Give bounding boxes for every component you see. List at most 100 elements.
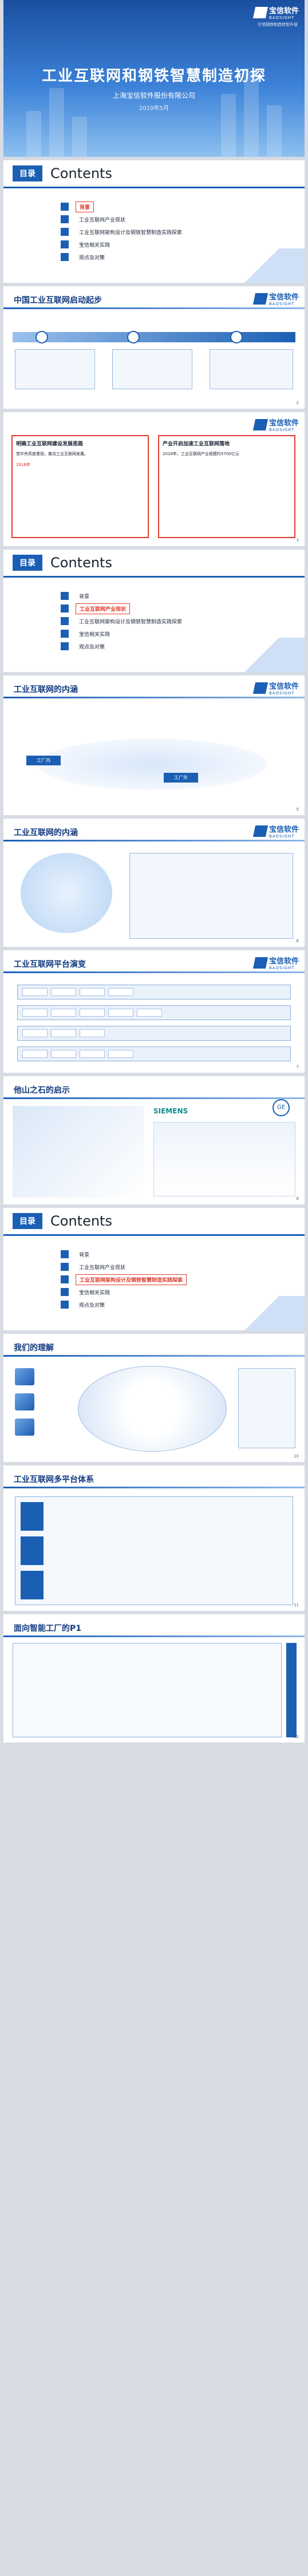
slide-title: 中国工业互联网启动起步 [14, 296, 102, 305]
brand-logo-icon [252, 6, 268, 18]
slide-title: 工业互联网多平台体系 [14, 1475, 94, 1484]
layer-cubes [15, 1368, 34, 1436]
diagram-label: 工厂内 [26, 756, 61, 765]
building-shape [72, 117, 87, 157]
building-shape [221, 94, 236, 157]
bullet-square-icon [61, 203, 69, 211]
factory-diagram [38, 738, 267, 790]
side-bar [286, 1643, 297, 1737]
platform-grid [15, 1496, 293, 1605]
bullet-square-icon [61, 617, 69, 625]
toc-slide-1: 目录 Contents 背景 工业互联网产业现状 工业互联网架构设计及钢铁智慧制… [3, 160, 305, 286]
bullet-square-icon [61, 1275, 69, 1283]
page-number: 3 [296, 538, 299, 543]
brand-logo: 宝信软件 BAOSIGHT [252, 5, 299, 20]
toc-item[interactable]: 工业互联网架构设计及钢铁智慧制造实践探索 [61, 615, 185, 627]
bullet-square-icon [61, 1263, 69, 1271]
diagram-label: 工厂外 [164, 773, 198, 783]
brand-tagline: 引领钢铁制造转型升级 [258, 22, 298, 27]
timeline-dot [230, 331, 243, 343]
toc-item[interactable]: 观点及对策 [61, 251, 185, 263]
toc-item[interactable]: 工业互联网架构设计及钢铁智慧制造实践探索 [61, 226, 185, 238]
bullet-square-icon [61, 228, 69, 236]
brand-logo-icon [252, 293, 268, 305]
cover-date: 2019年5月 [139, 105, 169, 112]
toc-list: 背景 工业互联网产业现状 工业互联网架构设计及钢铁智慧制造实践探索 宝信相关实践… [61, 1248, 187, 1311]
page-number: 6 [296, 939, 299, 943]
toc-divider [3, 187, 305, 188]
toc-item[interactable]: 工业互联网产业现状 [61, 602, 185, 615]
info-box [210, 349, 293, 389]
toc-item[interactable]: 观点及对策 [61, 640, 185, 653]
panel-year: 2018年 [16, 463, 30, 468]
p1-architecture [13, 1643, 282, 1737]
layered-cylinder-diagram [21, 853, 112, 933]
bullet-square-icon [61, 215, 69, 223]
toc-list: 背景 工业互联网产业现状 工业互联网架构设计及钢铁智慧制造实践探索 宝信相关实践… [61, 590, 185, 653]
bullet-square-icon [61, 630, 69, 638]
brand-logo-icon [252, 418, 268, 430]
toc-item[interactable]: 观点及对策 [61, 1298, 187, 1311]
decorative-wedge [219, 248, 305, 283]
panel-text: 党中央高度重视，推动工业互联网发展。 [16, 452, 88, 456]
vendor-logo: GE [273, 1099, 290, 1116]
slide-11: 工业互联网多平台体系 11 [3, 1465, 305, 1614]
toc-label: 目录 [13, 165, 42, 181]
slide-8: 他山之石的启示 SIEMENS GE 8 [3, 1076, 305, 1208]
building-shape [267, 105, 282, 157]
bullet-square-icon [61, 240, 69, 248]
toc-item[interactable]: 背景 [61, 200, 185, 213]
toc-item[interactable]: 工业互联网产业现状 [61, 213, 185, 226]
toc-item[interactable]: 宝信相关实践 [61, 627, 185, 640]
slide-title: 工业互联网的内涵 [14, 685, 78, 694]
page-number: 10 [294, 1454, 299, 1459]
toc-item[interactable]: 工业互联网产业现状 [61, 1261, 187, 1273]
row-tag [21, 1502, 44, 1531]
bullet-square-icon [61, 605, 69, 613]
bullet-square-icon [61, 253, 69, 261]
cover-org: 上海宝信软件股份有限公司 [112, 92, 195, 100]
toc-item[interactable]: 背景 [61, 1248, 187, 1261]
ecosystem-diagram [78, 1366, 227, 1452]
toc-item[interactable]: 宝信相关实践 [61, 238, 185, 251]
bullet-square-icon [61, 592, 69, 600]
vendor-logo: SIEMENS [153, 1107, 188, 1115]
bullet-square-icon [61, 1301, 69, 1309]
toc-item[interactable]: 背景 [61, 590, 185, 602]
building-shape [244, 71, 259, 157]
slide-title: 面向智能工厂的P1 [14, 1624, 82, 1633]
info-box [15, 349, 95, 389]
toc-item[interactable]: 工业互联网架构设计及钢铁智慧制造实践探索 [61, 1273, 187, 1286]
platform-row [17, 1005, 291, 1020]
platform-row [17, 985, 291, 999]
architecture-figure [153, 1122, 295, 1196]
slide-title: 他山之石的启示 [14, 1086, 70, 1095]
page-number: 11 [294, 1603, 299, 1607]
platform-row [17, 1046, 291, 1061]
toc-slide-2: 目录 Contents 背景 工业互联网产业现状 工业互联网架构设计及钢铁智慧制… [3, 550, 305, 675]
panel-title: 产业开启加速工业互联网落地 [163, 441, 230, 447]
row-tag [21, 1536, 44, 1565]
building-shape [49, 88, 64, 157]
page-number: 5 [296, 807, 299, 812]
page-number: 7 [296, 1065, 299, 1069]
building-shape [26, 111, 41, 157]
panel-title: 明确工业互联网建设发展思路 [16, 441, 84, 447]
page-number: 2 [296, 401, 299, 405]
timeline-dot [127, 331, 140, 343]
toc-item[interactable]: 宝信相关实践 [61, 1286, 187, 1298]
platform-row [17, 1026, 291, 1041]
slide-title: 我们的理解 [14, 1344, 54, 1353]
toc-label-en: Contents [50, 165, 112, 181]
row-tag [21, 1571, 44, 1599]
